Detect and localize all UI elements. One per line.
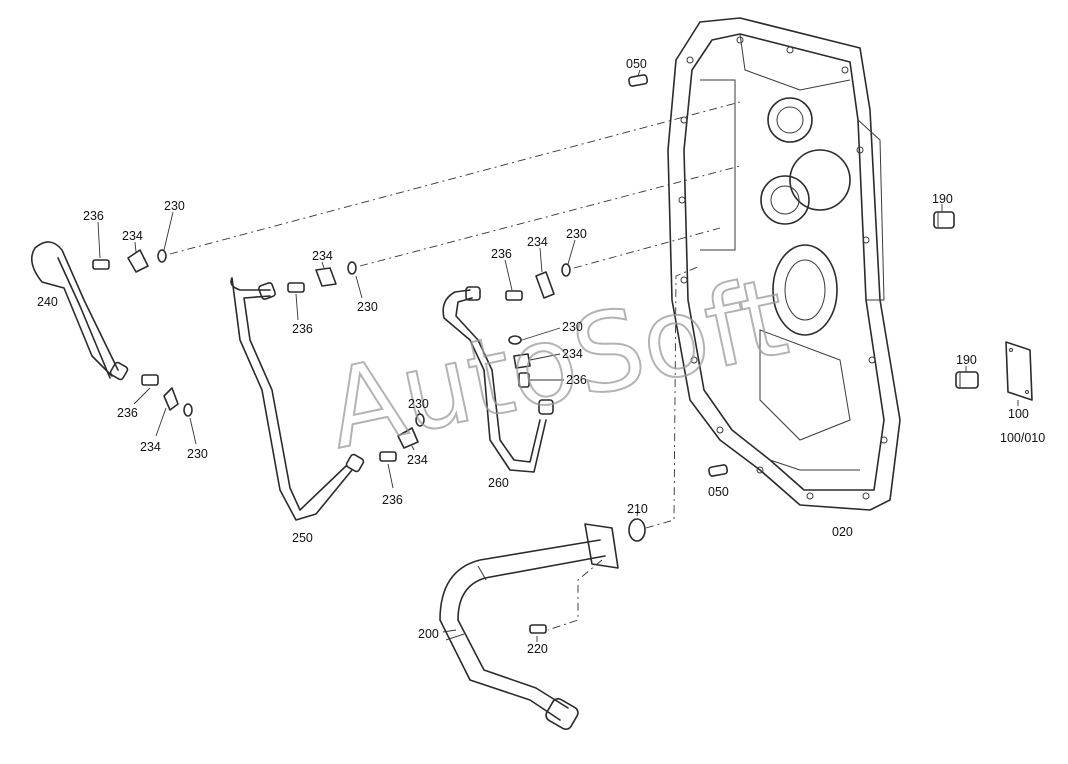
label-230-d: 230	[562, 320, 583, 334]
label-220: 220	[527, 642, 548, 656]
label-190-bottom: 190	[956, 353, 977, 367]
label-236-c: 236	[491, 247, 512, 261]
pipe-240	[30, 241, 129, 381]
label-240: 240	[37, 295, 58, 309]
o-ring-230-d	[508, 335, 522, 345]
label-230-a: 230	[164, 199, 185, 213]
dowel-pin-050-bottom	[708, 464, 729, 477]
label-020: 020	[832, 525, 853, 539]
label-236-a: 236	[83, 209, 104, 223]
label-230-b: 230	[357, 300, 378, 314]
label-230-e: 230	[187, 447, 208, 461]
bolt-236-d	[518, 372, 530, 388]
label-236-e: 236	[117, 406, 138, 420]
label-200: 200	[418, 627, 439, 641]
clip-234-e	[163, 387, 179, 411]
bolt-236-e	[141, 374, 159, 386]
o-ring-230-a	[157, 249, 167, 263]
label-234-a: 234	[122, 229, 143, 243]
label-230-c: 230	[566, 227, 587, 241]
bolt-236-c	[505, 290, 523, 301]
clip-234-a	[127, 249, 149, 273]
label-050-bottom: 050	[708, 485, 729, 499]
label-234-f: 234	[407, 453, 428, 467]
pipe-200	[439, 523, 619, 730]
bolt-220	[529, 624, 547, 634]
o-ring-230-c	[561, 263, 571, 277]
label-210: 210	[627, 502, 648, 516]
plug-190-bottom	[955, 371, 979, 389]
watermark-autosoft: AutoSoft	[317, 255, 797, 474]
clip-234-c	[535, 271, 555, 299]
label-234-c: 234	[527, 235, 548, 249]
label-050-top: 050	[626, 57, 647, 71]
housing-020	[667, 17, 901, 511]
cover-plate-100	[1005, 341, 1033, 401]
leader-lines	[97, 69, 1019, 642]
label-234-e: 234	[140, 440, 161, 454]
label-260: 260	[488, 476, 509, 490]
dowel-pin-050-top	[628, 74, 649, 87]
pipe-250	[230, 277, 365, 521]
part-labels: 050 050 190 190 100 100/010 020 210 200 …	[37, 57, 1045, 656]
clip-234-f	[397, 427, 419, 449]
pipe-260	[442, 286, 554, 473]
label-100: 100	[1008, 407, 1029, 421]
label-234-b: 234	[312, 249, 333, 263]
bolt-236-b	[287, 282, 305, 293]
label-236-d: 236	[566, 373, 587, 387]
bolt-236-a	[92, 259, 110, 270]
label-234-d: 234	[562, 347, 583, 361]
label-230-f: 230	[408, 397, 429, 411]
o-ring-230-b	[347, 261, 357, 275]
clip-234-d	[513, 353, 531, 369]
label-100-010: 100/010	[1000, 431, 1045, 445]
label-236-f: 236	[382, 493, 403, 507]
plug-190-top	[933, 211, 955, 229]
bolt-236-f	[379, 451, 397, 462]
seal-ring-210	[628, 518, 646, 542]
clip-234-b	[315, 267, 337, 287]
label-236-b: 236	[292, 322, 313, 336]
o-ring-230-e	[183, 403, 193, 417]
label-190-top: 190	[932, 192, 953, 206]
label-250: 250	[292, 531, 313, 545]
